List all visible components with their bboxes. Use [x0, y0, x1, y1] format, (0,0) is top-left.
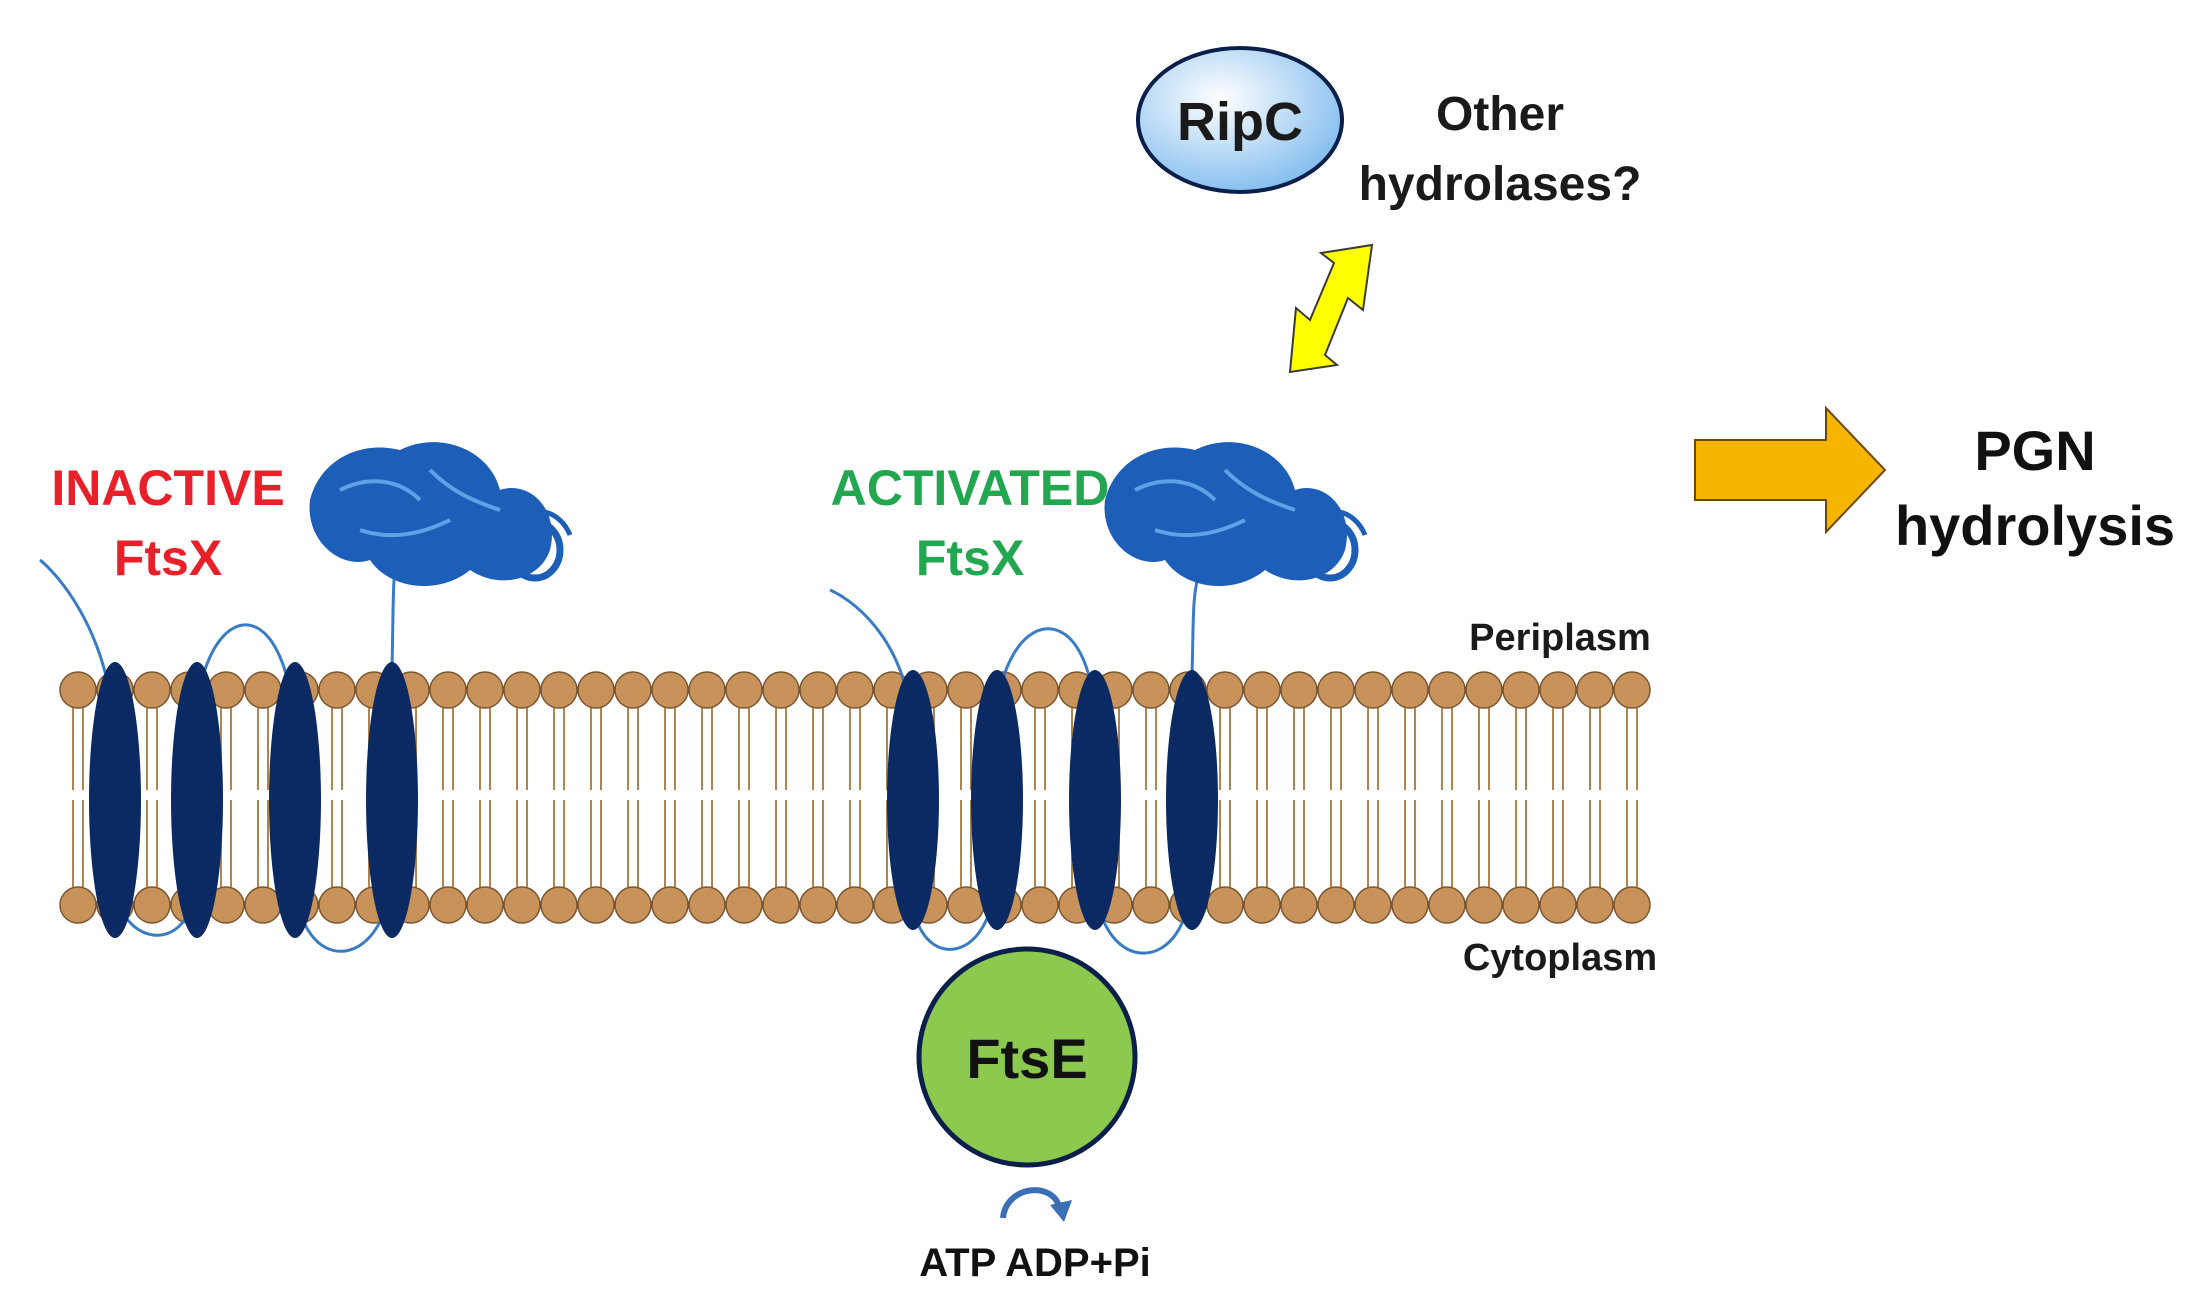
lipid-head: [318, 886, 356, 924]
activated-periplasmic-domain: [1104, 442, 1368, 587]
lipid-head: [1206, 886, 1244, 924]
lipid-head: [59, 886, 97, 924]
lipid-head: [244, 671, 282, 709]
lipid-head: [466, 886, 504, 924]
ftse-circle: [916, 946, 1138, 1168]
ftse-label: FtsE: [966, 1027, 1087, 1090]
lipid-head: [1465, 671, 1503, 709]
lipid-head: [1021, 671, 1059, 709]
activated-label-line2: FtsX: [916, 530, 1024, 586]
tm-helix: [971, 670, 1023, 930]
lipid-head: [1317, 886, 1355, 924]
lipid-head: [318, 671, 356, 709]
atp-hydrolysis-arrow-icon: [1000, 1187, 1063, 1219]
tm-helix: [366, 662, 418, 938]
lipid-head: [614, 671, 652, 709]
lipid-head: [503, 671, 541, 709]
lipid-head: [1391, 671, 1429, 709]
inactive-periplasmic-domain: [309, 442, 573, 587]
lipid-head: [503, 886, 541, 924]
lipid-head: [1206, 671, 1244, 709]
lipid-head: [1576, 886, 1614, 924]
ripc-label: RipC: [1177, 92, 1303, 152]
lipid-head: [1280, 886, 1318, 924]
lipid-head: [429, 886, 467, 924]
lipid-head: [725, 671, 763, 709]
tm-helix: [89, 662, 141, 938]
lipid-head: [1502, 671, 1540, 709]
lipid-head: [1613, 671, 1651, 709]
lipid-head: [1354, 886, 1392, 924]
inactive-ftsx-helices: [89, 662, 418, 938]
lipid-head: [1021, 886, 1059, 924]
pgn-hydrolysis-line2: hydrolysis: [1895, 494, 2175, 557]
pgn-hydrolysis-line1: PGN: [1974, 419, 2095, 482]
lipid-head: [59, 671, 97, 709]
lipid-head: [651, 886, 689, 924]
inactive-label-line2: FtsX: [114, 530, 222, 586]
lipid-head: [244, 886, 282, 924]
other-hydrolases-line2: hydrolases?: [1359, 158, 1642, 211]
lipid-head: [1391, 886, 1429, 924]
other-hydrolases-line1: Other: [1436, 88, 1564, 141]
tm-helix: [171, 662, 223, 938]
lipid-head: [577, 886, 615, 924]
lipid-head: [133, 671, 171, 709]
tm-helix: [1166, 670, 1218, 930]
lipid-head: [947, 886, 985, 924]
lipid-head: [1132, 671, 1170, 709]
lipid-head: [1280, 671, 1318, 709]
ripc-ellipse: [1136, 46, 1344, 194]
lipid-head: [614, 886, 652, 924]
lipid-head: [133, 886, 171, 924]
lipid-head: [1465, 886, 1503, 924]
lipid-head: [651, 671, 689, 709]
activated-label-line1: ACTIVATED: [831, 460, 1110, 516]
lipid-head: [1539, 671, 1577, 709]
lipid-head: [836, 886, 874, 924]
lipid-head: [762, 886, 800, 924]
lipid-head: [688, 886, 726, 924]
lipid-head: [1539, 886, 1577, 924]
lipid-head: [1502, 886, 1540, 924]
cytoplasm-label: Cytoplasm: [1463, 937, 1657, 979]
lipid-head: [1613, 886, 1651, 924]
lipid-head: [762, 671, 800, 709]
lipid-head: [799, 671, 837, 709]
lipid-head: [540, 886, 578, 924]
lipid-head: [1317, 671, 1355, 709]
double-headed-arrow-icon: [1288, 243, 1374, 374]
lipid-head: [577, 671, 615, 709]
periplasm-label: Periplasm: [1469, 617, 1651, 659]
lipid-head: [429, 671, 467, 709]
lipid-head: [1243, 671, 1281, 709]
lipid-head: [1243, 886, 1281, 924]
lipid-head: [799, 886, 837, 924]
tm-helix: [887, 670, 939, 930]
inactive-label-line1: INACTIVE: [51, 460, 284, 516]
lipid-head: [1576, 671, 1614, 709]
lipid-head: [466, 671, 504, 709]
atp-arrowhead-icon: [1050, 1200, 1072, 1222]
lipid-head: [688, 671, 726, 709]
lipid-head: [1428, 886, 1466, 924]
lipid-head: [1132, 886, 1170, 924]
lipid-head: [540, 671, 578, 709]
right-arrow-icon: [1694, 405, 1887, 535]
atp-label: ATP ADP+Pi: [919, 1241, 1151, 1285]
activated-ftsx-helices: [887, 670, 1218, 930]
lipid-head: [725, 886, 763, 924]
lipid-head: [836, 671, 874, 709]
tm-helix: [1069, 670, 1121, 930]
tm-helix: [269, 662, 321, 938]
lipid-head: [1354, 671, 1392, 709]
lipid-head: [1428, 671, 1466, 709]
lipid-head: [947, 671, 985, 709]
